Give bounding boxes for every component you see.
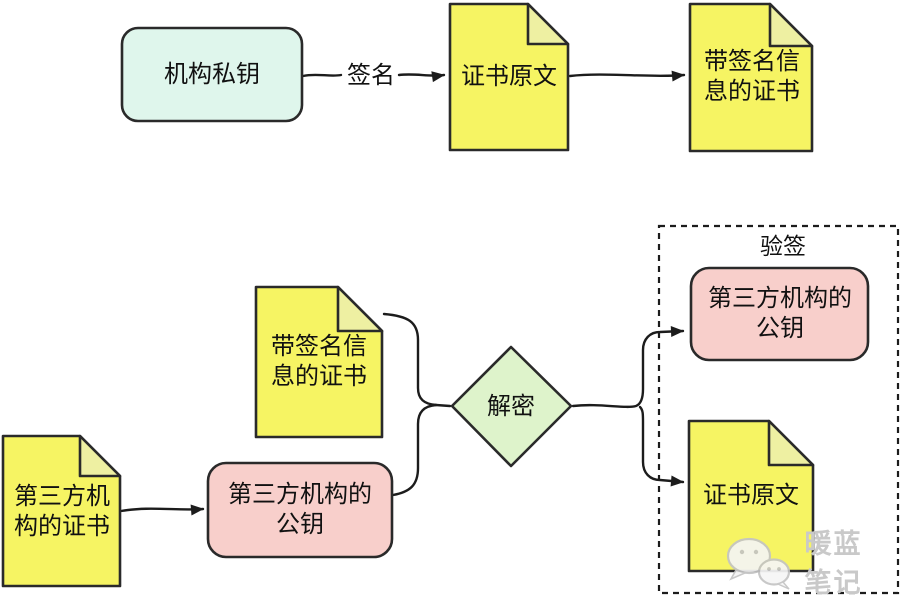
sign-arrow-label: 签名 <box>347 62 395 89</box>
verify-group-label: 验签 <box>760 233 806 259</box>
cert-original-verify-doc <box>687 419 815 573</box>
arrow-sign-to-cert-original <box>397 71 446 83</box>
third-party-cert-doc <box>1 434 122 588</box>
signed-cert-top-doc <box>688 2 814 153</box>
document-fold-corner <box>526 2 570 46</box>
arrow-privatekey-to-sign <box>301 73 343 78</box>
document-fold-corner <box>768 2 814 48</box>
verify-group-box <box>657 224 900 595</box>
wechat-chat-bubbles-icon <box>726 537 791 590</box>
org-private-key-box <box>120 26 304 123</box>
connector-pubkey-to-merge <box>391 403 438 497</box>
decrypt-diamond <box>450 345 573 468</box>
document-fold-corner <box>767 419 815 467</box>
arrow-cert-original-to-signed-cert <box>568 70 686 82</box>
third-party-pubkey-mid-box <box>206 461 394 559</box>
connector-merge-to-decrypt <box>434 403 452 408</box>
watermark-text: 暖蓝笔记 <box>804 529 863 598</box>
third-party-cert-label: 第三方机构的证书 <box>14 483 110 540</box>
signed-cert-top-label: 带签名信息的证书 <box>704 48 800 105</box>
third-party-pubkey-verify-box <box>689 266 870 362</box>
decrypt-label: 解密 <box>487 393 535 420</box>
arrow-decrypt-to-verified-pubkey <box>571 326 685 409</box>
third-party-pubkey-verify-label: 第三方机构的公钥 <box>708 285 852 342</box>
cert-original-top-label: 证书原文 <box>461 63 557 90</box>
cert-original-top-doc <box>448 2 570 152</box>
signed-cert-mid-doc <box>254 285 384 439</box>
connectors <box>119 70 686 516</box>
document-fold-corner <box>336 285 384 333</box>
third-party-pubkey-mid-label: 第三方机构的公钥 <box>228 481 372 538</box>
document-fold-corner <box>78 434 122 478</box>
arrow-thirdparty-cert-to-pubkey <box>119 504 205 516</box>
org-private-key-label: 机构私钥 <box>164 61 260 88</box>
cert-original-verify-label: 证书原文 <box>703 482 799 509</box>
connector-signed-cert-to-merge <box>382 312 438 407</box>
signed-cert-mid-label: 带签名信息的证书 <box>271 333 367 390</box>
arrow-decrypt-to-verified-cert <box>638 405 685 487</box>
